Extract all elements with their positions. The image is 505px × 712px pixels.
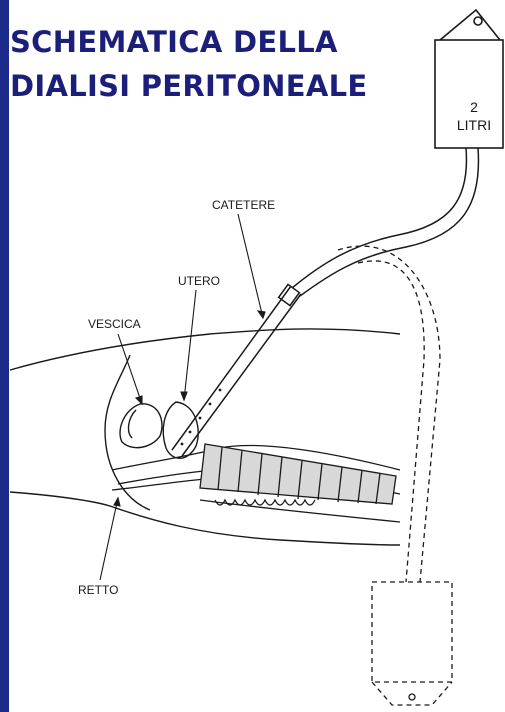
dialysate-bag: 2 LITRI <box>435 10 503 148</box>
rectum-and-spine <box>112 444 400 522</box>
catheter <box>172 284 301 456</box>
uterus-label: UTERO <box>178 274 220 288</box>
inflow-tube <box>292 148 478 296</box>
leader-lines <box>100 214 265 580</box>
bag-volume-label: 2 <box>470 99 478 115</box>
uterus <box>163 402 198 458</box>
drain-bag <box>372 582 452 705</box>
catheter-label: CATETERE <box>212 198 275 212</box>
drainage-tube <box>338 246 440 582</box>
body-outline <box>10 329 400 545</box>
bladder-label: VESCICA <box>88 317 141 331</box>
rectum-label: RETTO <box>78 583 118 597</box>
bladder <box>120 404 162 448</box>
bag-unit-label: LITRI <box>457 117 491 133</box>
